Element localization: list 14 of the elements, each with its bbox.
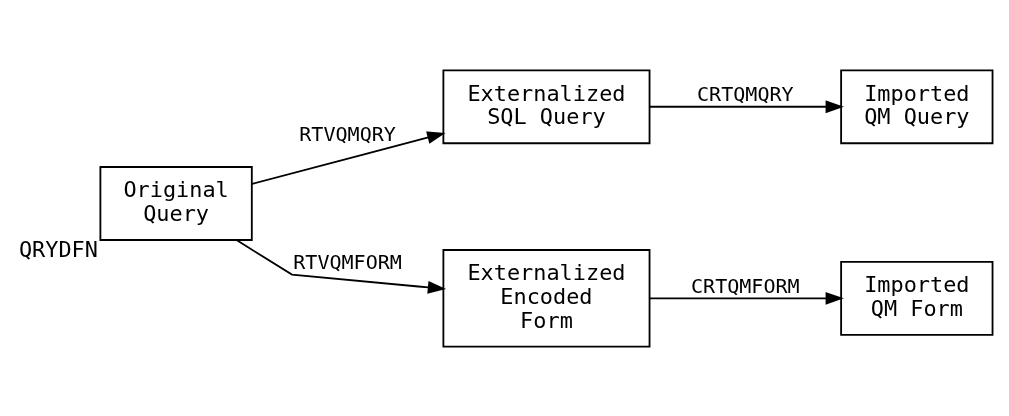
arrow [251,130,446,185]
edge-label: RTVQMFORM [293,249,402,274]
node-box: Externalized SQL Query [442,68,651,144]
edge-label: CRTQMQRY [697,81,794,106]
node-label: QRYDFN [18,236,98,262]
arrow [649,99,844,113]
edge-label: CRTQMFORM [691,273,800,298]
node-box: Externalized Encoded Form [442,248,651,348]
node-box: Imported QM Form [840,260,994,336]
edge-label: RTVQMQRY [299,121,396,146]
node-box: Original Query [99,165,253,241]
node-box: Imported QM Query [840,68,994,144]
arrow [236,238,447,294]
arrow [649,291,844,305]
